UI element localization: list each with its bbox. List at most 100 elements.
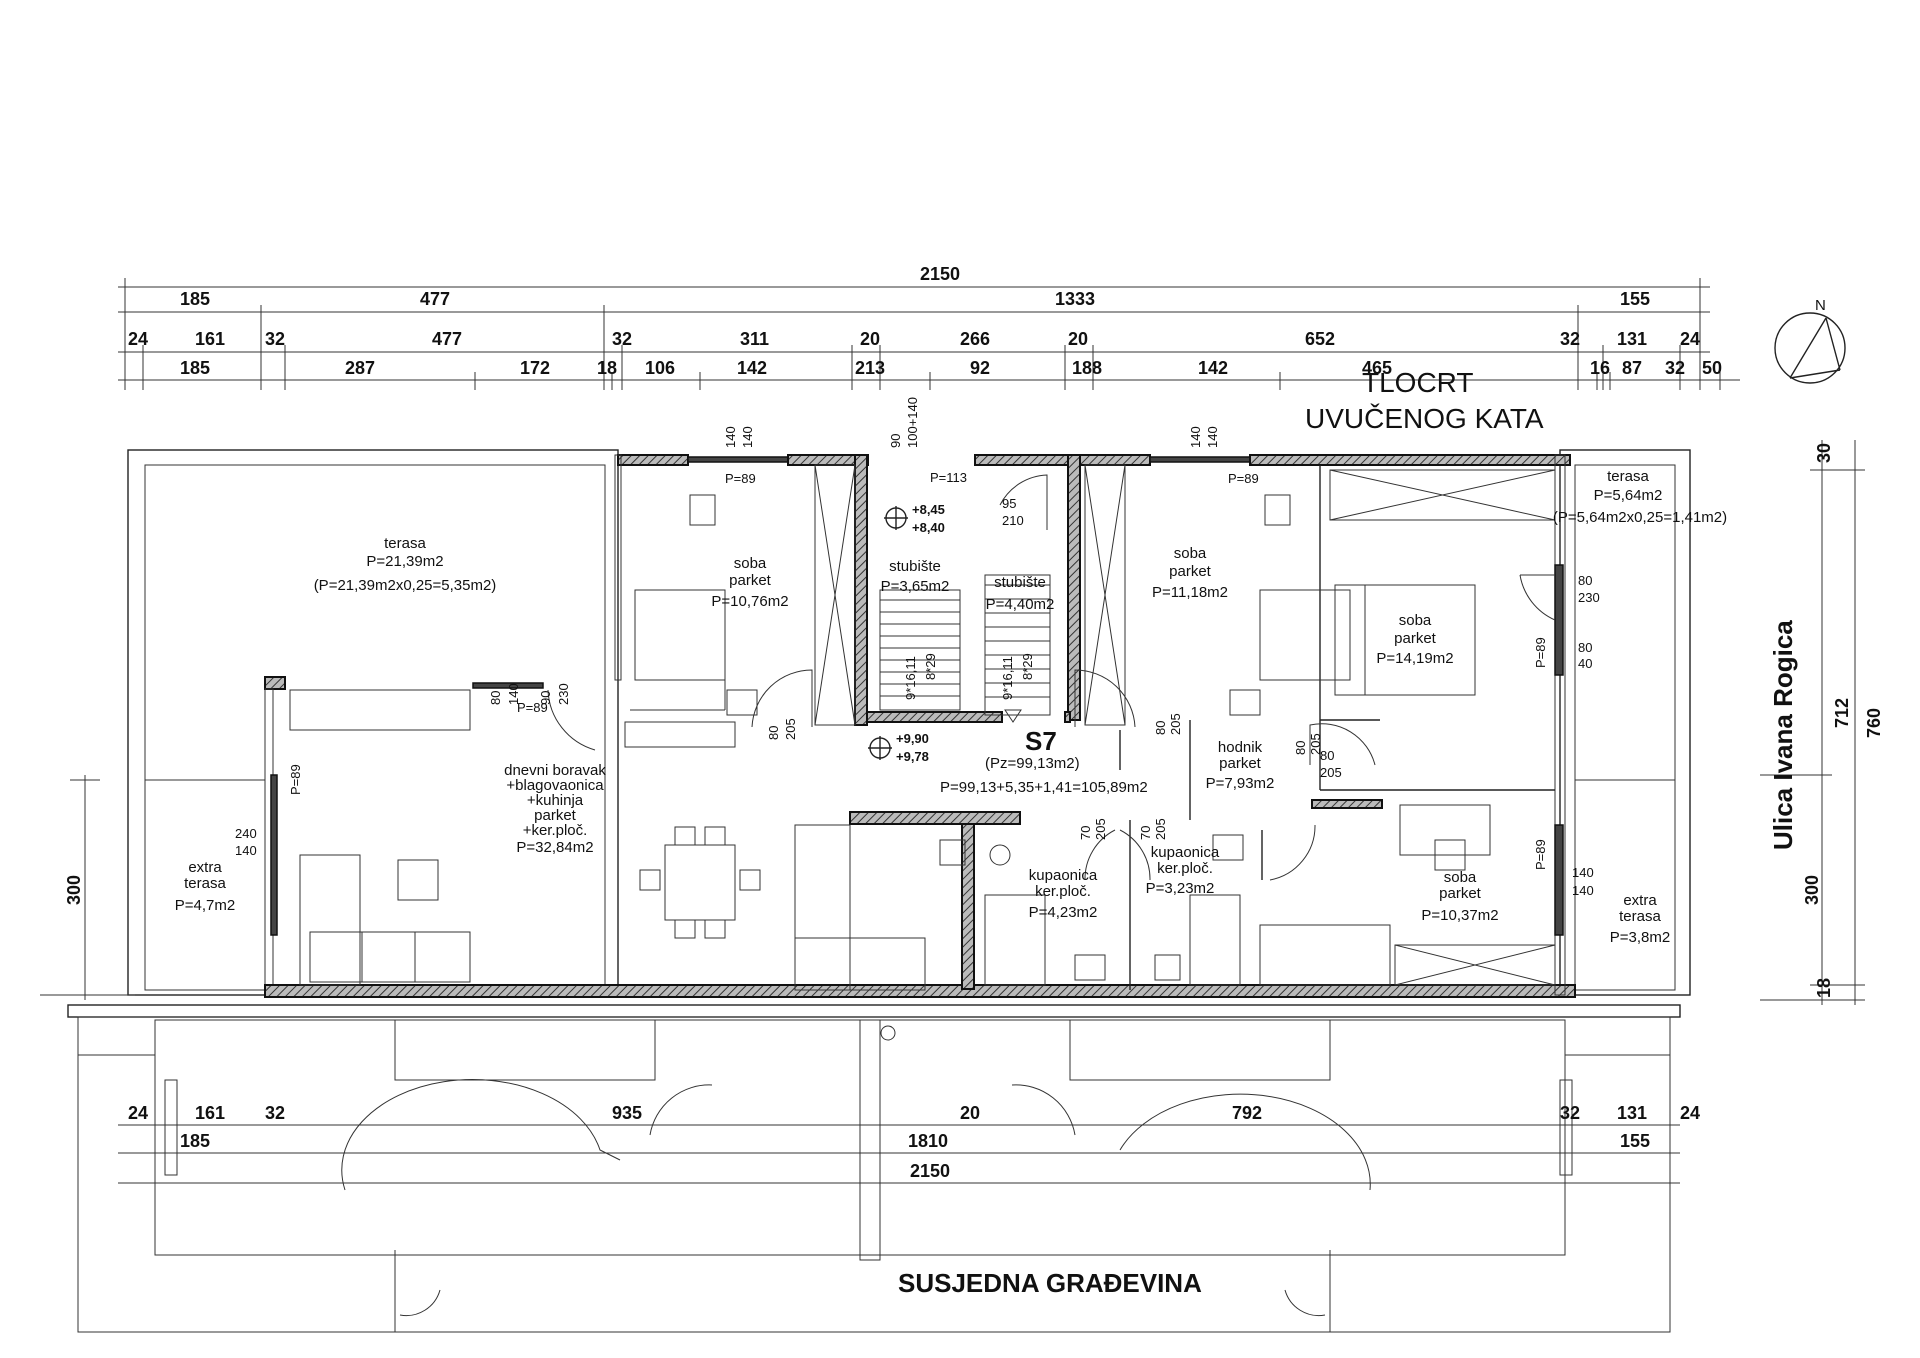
dim-top-row3-5: 311: [740, 329, 769, 349]
room-terasa_w-line-0: terasa: [384, 535, 426, 552]
title-line1: TLOCRT: [1362, 367, 1474, 398]
dim-top-row4-8: 188: [1072, 358, 1102, 378]
opening-label-2: 90: [888, 434, 903, 448]
opening-label-16: 80: [1578, 573, 1592, 588]
dim-bottom-row1-7: 131: [1617, 1103, 1647, 1123]
apartment-pz: (Pz=99,13m2): [985, 755, 1080, 772]
room-stub1-line-1: P=3,65m2: [881, 578, 950, 595]
stair-shafts: [814, 464, 1126, 726]
dim-right-18: 18: [1814, 978, 1834, 998]
opening-label-15: 205: [1168, 713, 1183, 735]
opening-label-19: 40: [1578, 656, 1592, 671]
room-extra_e-line-0: extra: [1623, 892, 1657, 909]
dim-top-row3-9: 652: [1305, 329, 1335, 349]
room-soba2-line-2: P=11,18m2: [1152, 584, 1228, 601]
level-marker-a: [884, 506, 908, 530]
dim-bottom-row2-1: 1810: [908, 1131, 948, 1151]
dim-top-row2-2: 1333: [1055, 289, 1095, 309]
opening-label-13: 205: [783, 718, 798, 740]
dim-right-300: 300: [1802, 875, 1822, 905]
opening-label-17: 230: [1578, 590, 1600, 605]
dim-top-row4-1: 287: [345, 358, 375, 378]
street-name: Ulica Ivana Rogica: [1768, 620, 1798, 850]
room-kup1-line-2: P=4,23m2: [1029, 904, 1098, 921]
dim-top-row4-13: 32: [1665, 358, 1685, 378]
stair-left-steps: 9*16,11: [903, 656, 918, 700]
room-dnevni-line-5: P=32,84m2: [516, 839, 593, 856]
opening-label-14: 80: [1153, 721, 1168, 735]
furniture: [289, 469, 1556, 991]
room-soba3-line-2: P=14,19m2: [1376, 650, 1453, 667]
dim-top-row1-0: 2150: [920, 264, 960, 284]
room-soba2-line-1: parket: [1169, 563, 1212, 580]
dim-top-row3-3: 477: [432, 329, 462, 349]
dim-top-row4-3: 18: [597, 358, 617, 378]
north-arrow-icon: N: [1774, 297, 1846, 384]
dimension-lines-left: [40, 775, 135, 1000]
sill-label-0: P=89: [725, 471, 756, 486]
level-marker-b: [868, 736, 892, 760]
room-dnevni-line-2: +kuhinja: [527, 792, 584, 809]
room-kup2-line-0: kupaonica: [1151, 844, 1220, 861]
room-soba4-line-0: soba: [1444, 869, 1477, 886]
opening-label-28: 240: [235, 826, 257, 841]
dim-top-row3-6: 20: [860, 329, 880, 349]
room-soba3-line-1: parket: [1394, 630, 1437, 647]
dim-top-row3-2: 32: [265, 329, 285, 349]
room-extra_w-line-2: P=4,7m2: [175, 897, 235, 914]
dim-top-row3-10: 32: [1560, 329, 1580, 349]
dim-top-row4-4: 106: [645, 358, 675, 378]
dim-top-row3-4: 32: [612, 329, 632, 349]
dim-top-row3-8: 20: [1068, 329, 1088, 349]
door-swings: [547, 474, 1556, 881]
dim-bottom-row1-4: 20: [960, 1103, 980, 1123]
opening-label-10: 95: [1002, 496, 1016, 511]
room-extra_e-line-1: terasa: [1619, 908, 1661, 925]
dimension-lines-top: [118, 278, 1740, 390]
opening-label-12: 80: [766, 726, 781, 740]
opening-label-30: 140: [1572, 865, 1594, 880]
room-soba1-line-2: P=10,76m2: [711, 593, 788, 610]
opening-label-1: 140: [740, 426, 755, 448]
sill-label-3: P=89: [517, 700, 548, 715]
sill-label-6: P=89: [1533, 839, 1548, 870]
opening-label-7: 140: [506, 683, 521, 705]
dim-top-row4-6: 213: [855, 358, 885, 378]
room-dnevni-line-3: parket: [534, 807, 577, 824]
opening-label-24: 70: [1138, 826, 1153, 840]
room-terasa_e-line-1: P=5,64m2: [1594, 487, 1663, 504]
dim-right-760: 760: [1864, 708, 1884, 738]
room-stub1-line-0: stubište: [889, 558, 941, 575]
sill-label-5: P=89: [1533, 637, 1548, 668]
room-terasa_w-line-1: P=21,39m2: [366, 553, 443, 570]
dim-top-row4-10: 465: [1362, 358, 1392, 378]
opening-label-5: 140: [1205, 426, 1220, 448]
opening-label-27: 205: [1320, 765, 1342, 780]
stair-left-tread: 8*29: [923, 653, 938, 680]
opening-label-25: 205: [1153, 818, 1168, 840]
dim-top-row4-12: 87: [1622, 358, 1642, 378]
dim-top-row4-7: 92: [970, 358, 990, 378]
dim-top-row3-12: 24: [1680, 329, 1700, 349]
room-stub2-line-1: P=4,40m2: [986, 596, 1055, 613]
room-extra_e-line-2: P=3,8m2: [1610, 929, 1670, 946]
dim-bottom-row2-0: 185: [180, 1131, 210, 1151]
dim-bottom-row3-0: 2150: [910, 1161, 950, 1181]
dim-top-row4-5: 142: [737, 358, 767, 378]
apartment-total: P=99,13+5,35+1,41=105,89m2: [940, 779, 1148, 796]
opening-label-31: 140: [1572, 883, 1594, 898]
room-extra_w-line-1: terasa: [184, 875, 226, 892]
dimension-lines-bottom: [118, 1124, 1680, 1184]
dim-top-row3-11: 131: [1617, 329, 1647, 349]
room-terasa_e-line-0: terasa: [1607, 468, 1649, 485]
room-soba2-line-0: soba: [1174, 545, 1207, 562]
room-soba3-line-0: soba: [1399, 612, 1432, 629]
level-b-bottom: +9,78: [896, 749, 929, 764]
dim-right-712: 712: [1832, 698, 1852, 728]
room-hodnik-line-1: parket: [1219, 755, 1262, 772]
stair-right-steps: 9*16,11: [1000, 656, 1015, 700]
room-soba1-line-0: soba: [734, 555, 767, 572]
